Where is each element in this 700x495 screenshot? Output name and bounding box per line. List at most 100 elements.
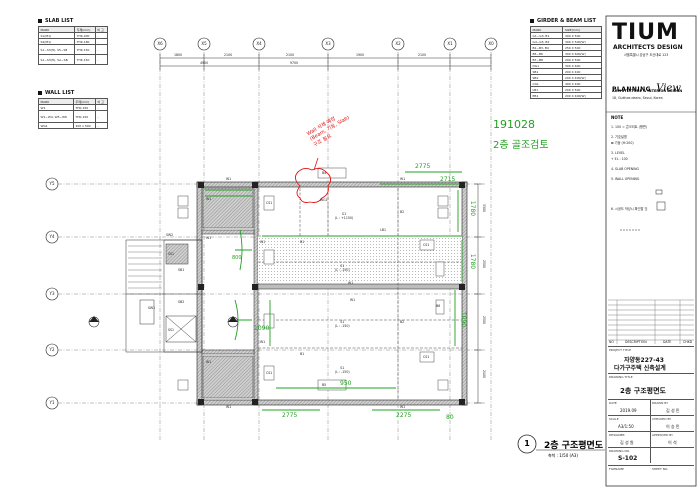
rev-col-date: DATE — [663, 340, 672, 344]
beam-label: CS1 — [266, 201, 273, 205]
green-dim: 1780 — [469, 253, 477, 270]
sheet-label: SHEET NO. — [652, 467, 669, 471]
firm-subtitle: ARCHITECTS DESIGN — [613, 44, 683, 51]
green-dim: 1090 — [460, 311, 468, 328]
planning-address: 18, Gukhoe-daero, Seoul, Korea — [612, 96, 663, 100]
green-markup-lines — [205, 171, 463, 411]
beam-label: B1 — [300, 352, 305, 356]
green-dim: 2715 — [440, 176, 456, 183]
drawing-title-circle — [517, 434, 537, 454]
green-dim: 1780 — [469, 200, 477, 217]
scale-label: SCALE — [609, 417, 619, 421]
beam-label: SB2 — [178, 300, 185, 304]
rev-col-chkd: CHKD — [683, 340, 693, 344]
dim-right-4: 2100 — [482, 369, 487, 379]
designer-value: 김 성 원 — [620, 440, 634, 445]
wall-label: W1 — [206, 197, 212, 201]
drawn-label: DRAWN BY — [652, 401, 669, 405]
project-title-line2: 다가구주택 신축설계 — [614, 365, 666, 372]
wall-label: W1 — [350, 298, 356, 302]
drawing-no-label: DRAWING NO. — [609, 449, 630, 453]
approved-label: APPROVED BY — [652, 433, 674, 437]
wall-list-title: WALL LIST — [45, 90, 75, 96]
slab-label: S1(L : -150) — [335, 320, 350, 328]
green-dim: 800 — [232, 255, 242, 261]
drawing-title-block: 2층 구조평면도 — [620, 387, 666, 395]
dim-top-total-1: 9700 — [290, 61, 299, 65]
grid-label-x3: X3 — [325, 41, 331, 46]
drawing-title: 2층 구조평면도 — [544, 441, 604, 451]
grid-label-y5: Y5 — [49, 181, 55, 186]
beam-label: SS1 — [168, 328, 175, 332]
grid-label-y4: Y4 — [49, 234, 55, 239]
rev-col-description: DESCRIPTION — [625, 340, 647, 344]
wall-label: W1 — [400, 177, 406, 181]
drawing-scale: 축척 : 1/50 (A3) — [548, 453, 578, 458]
stair-treads — [128, 245, 162, 289]
grid-label-x0: X0 — [488, 41, 494, 46]
date-label: DATE — [609, 401, 617, 405]
grid-label-x2: X2 — [395, 41, 401, 46]
grid-label-y3: Y3 — [49, 291, 55, 296]
square-bullet-icon — [38, 18, 42, 23]
beam-label: WG1 — [320, 198, 328, 202]
firm-address: 서울특별시 강남구 도산대로 123 — [624, 53, 669, 57]
drawn-value: 김 성 민 — [666, 408, 680, 413]
stair-hatch-top — [202, 187, 254, 229]
grid-label-x6: X6 — [157, 41, 163, 46]
wall-label: W1 — [206, 360, 212, 364]
slab-label: S1(L : +1150) — [335, 212, 354, 220]
green-dim: 2275 — [396, 412, 412, 419]
beam-label: CS1 — [266, 371, 273, 375]
revision-table-lines — [608, 299, 694, 344]
beam-label: SS1 — [168, 252, 175, 256]
project-label: PROJECT TITLE — [609, 348, 632, 352]
wall-label: W1 — [400, 405, 406, 409]
rev-col-no: NO — [609, 340, 614, 344]
planning-view-logo: PLANNING View — [612, 83, 681, 94]
slab-list-title: SLAB LIST — [45, 18, 74, 24]
grid-label-x5: X5 — [201, 41, 207, 46]
green-dim: 80 — [446, 414, 454, 421]
firm-logo: TIUM — [612, 20, 679, 45]
wall-label: W1 — [226, 405, 232, 409]
slab-label: S1(L : -150) — [335, 264, 350, 272]
beam-label: B4 — [322, 171, 327, 175]
beam-label: SW1 — [148, 306, 156, 310]
stair-hatch-bottom — [202, 355, 254, 399]
dim-top-3: 2100 — [286, 53, 295, 57]
right-dimension-lines — [474, 183, 482, 404]
green-dim: 950 — [340, 380, 352, 387]
beam-label: CS1 — [423, 355, 430, 359]
beam-label: B2 — [400, 320, 405, 324]
checked-value: 이 승 민 — [666, 424, 680, 429]
tag-boxes — [177, 167, 449, 391]
red-revision-cloud — [295, 167, 331, 203]
grid-label-x4: X4 — [256, 41, 262, 46]
dim-top-4: 1900 — [356, 53, 365, 57]
wall-label: W1 — [206, 236, 212, 240]
approved-value: 이 석 — [668, 440, 677, 445]
dim-top-5: 2100 — [418, 53, 427, 57]
green-dim: 2775 — [282, 412, 298, 419]
green-dim: 2775 — [415, 163, 431, 170]
green-dim: 1090 — [254, 325, 270, 332]
beam-lines — [258, 188, 462, 398]
girder-list-title: GIRDER & BEAM LIST — [537, 18, 596, 24]
top-dimension-lines — [159, 54, 492, 70]
grid-label-x1: X1 — [447, 41, 453, 46]
beam-label: B6 — [436, 304, 441, 308]
green-subtitle: 2층 골조검토 — [493, 140, 549, 151]
drawing-label: DRAWING TITLE — [609, 375, 633, 379]
red-leader-line — [313, 157, 319, 171]
dim-right-3: 2500 — [482, 315, 487, 325]
beam-label: B5 — [322, 383, 327, 387]
